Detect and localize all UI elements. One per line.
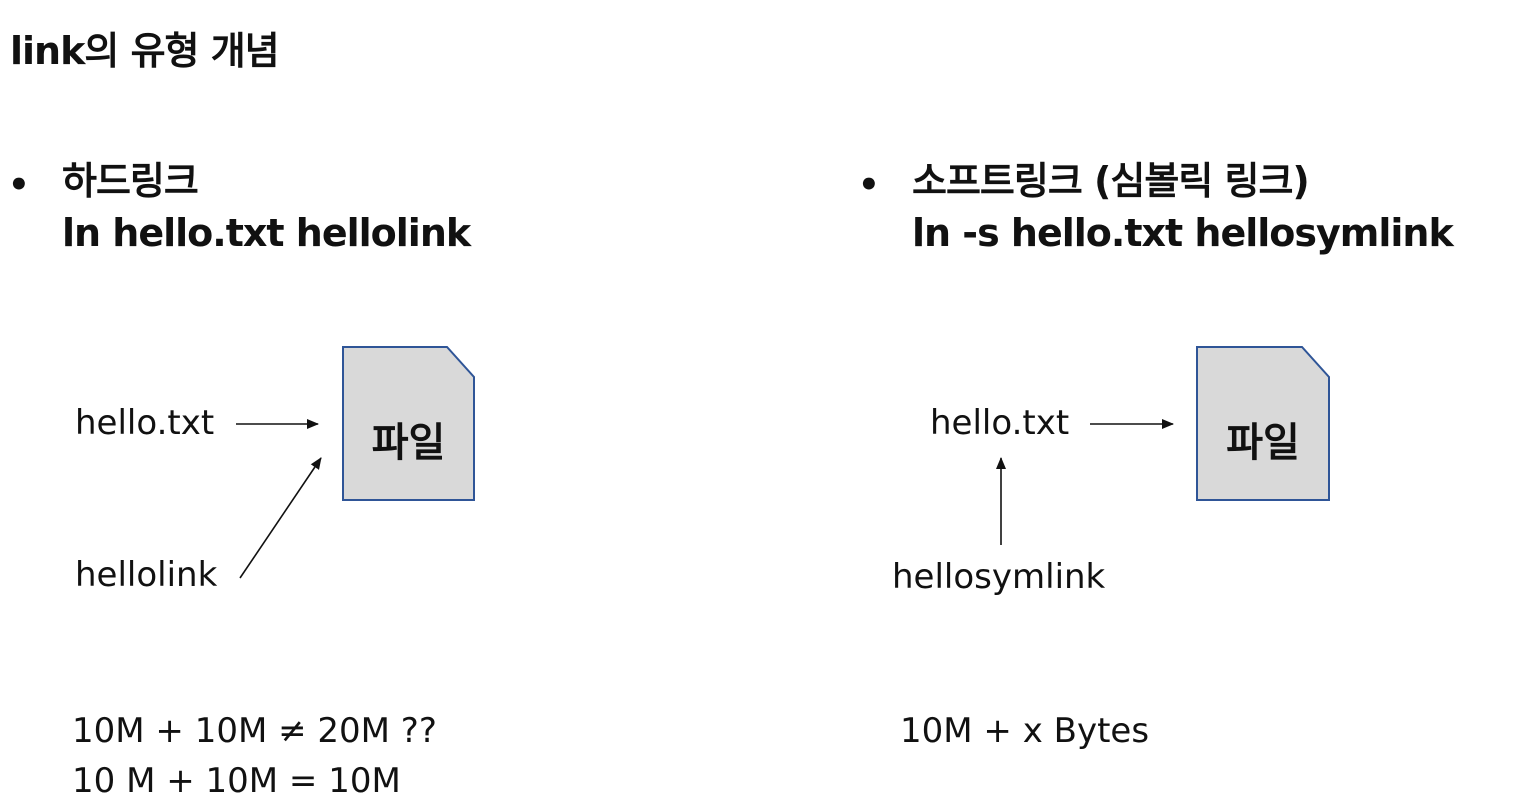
softlink-command: ln -s hello.txt hellosymlink	[912, 211, 1454, 255]
hardlink-note-line2: 10 M + 10M = 10M	[72, 761, 401, 801]
hardlink-command: ln hello.txt hellolink	[62, 211, 471, 255]
hardlink-name-hellolink: hellolink	[75, 555, 218, 595]
page-title: link의 유형 개념	[10, 29, 280, 73]
hardlink-arrow-hellolink	[239, 457, 322, 579]
softlink-note-line1: 10M + x Bytes	[900, 711, 1150, 751]
softlink-file-label: 파일	[1226, 420, 1300, 466]
softlink-name-hello: hello.txt	[930, 403, 1070, 443]
hardlink-file-label: 파일	[371, 420, 446, 466]
softlink-bullet: •	[858, 165, 880, 205]
softlink-name-hellosymlink: hellosymlink	[892, 557, 1106, 597]
softlink-file-shape	[1196, 346, 1330, 501]
hardlink-note-line1: 10M + 10M ≠ 20M ??	[72, 711, 437, 751]
hardlink-file-shape	[342, 346, 475, 501]
hardlink-bullet: •	[8, 165, 30, 205]
hardlink-heading: 하드링크	[62, 159, 199, 203]
softlink-heading: 소프트링크 (심볼릭 링크)	[912, 159, 1310, 203]
hardlink-name-hello: hello.txt	[75, 403, 215, 443]
